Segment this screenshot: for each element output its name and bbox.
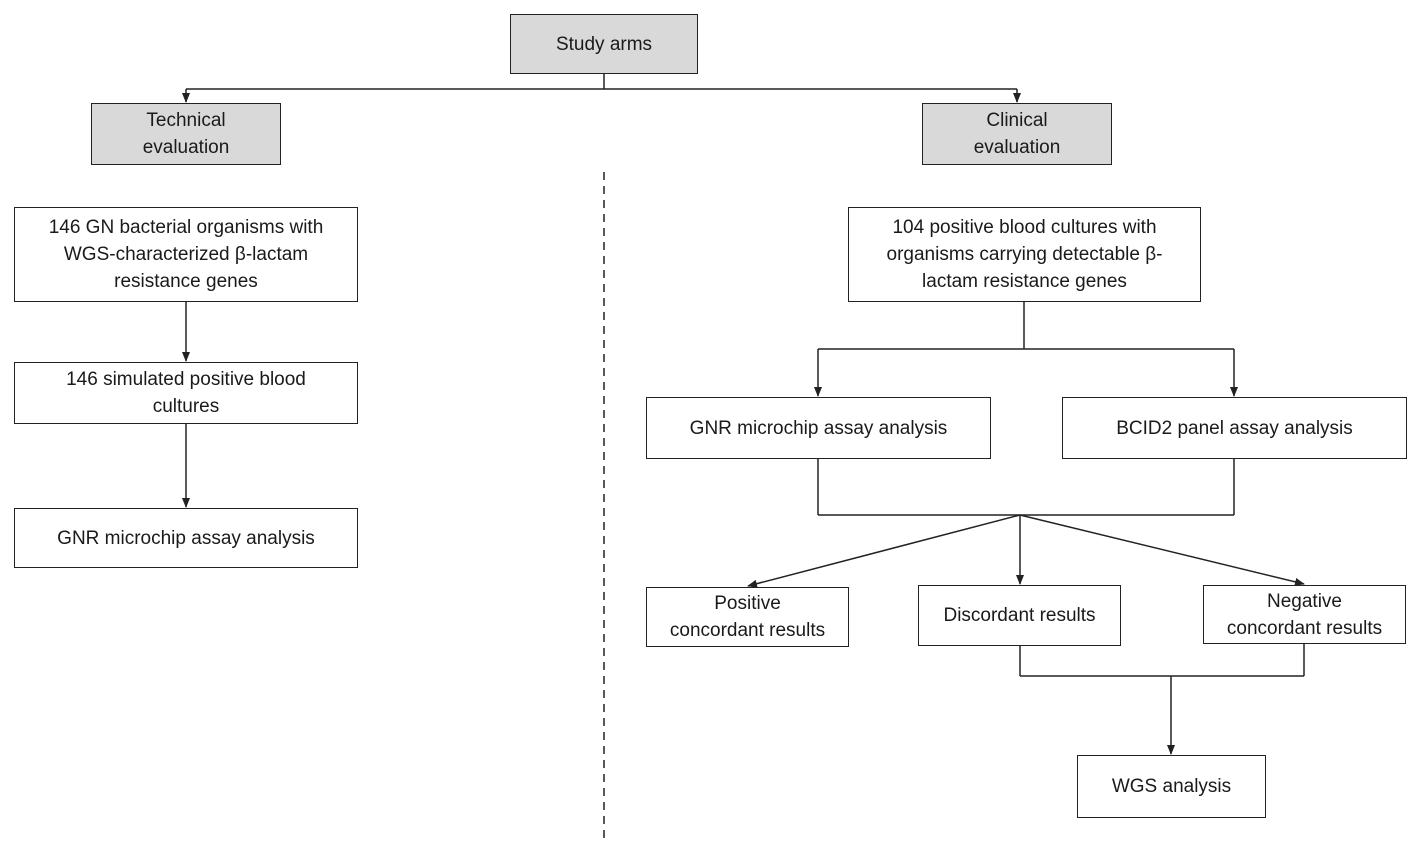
node-text-line: resistance genes [114,271,258,292]
study-arms-box: Study arms [510,14,698,74]
node-text: 146 simulated positive blood cultures [66,366,306,420]
node-text: Discordant results [943,602,1095,629]
node-text: Clinical evaluation [974,107,1061,161]
positive-concordant-box: Positive concordant results [646,587,849,647]
node-text: BCID2 panel assay analysis [1116,415,1353,442]
node-text-line: Clinical [986,110,1048,131]
node-text: Negative concordant results [1227,588,1382,642]
node-text-line: 104 positive blood cultures with [892,217,1157,238]
node-text: Positive concordant results [670,590,825,644]
node-text-line: 146 simulated positive blood [66,369,306,390]
bcid2-analysis-box: BCID2 panel assay analysis [1062,397,1407,459]
node-text: Technical evaluation [143,107,230,161]
node-text-line: WGS-characterized β-lactam [63,244,309,265]
negative-concordant-box: Negative concordant results [1203,585,1406,644]
discordant-results-box: Discordant results [918,585,1121,646]
gnr-analysis-clinical-box: GNR microchip assay analysis [646,397,991,459]
node-text: WGS analysis [1112,773,1231,800]
node-text-line: BCID2 panel assay analysis [1116,417,1353,439]
node-text-line: Negative [1267,590,1342,612]
node-text-line: organisms carrying detectable β- [886,244,1163,265]
node-text-line: Positive [714,593,781,614]
node-text-line: 146 GN bacterial organisms with [48,217,324,238]
node-text-line: cultures [152,396,220,417]
positive-blood-cultures-box: 104 positive blood cultures with organism… [848,207,1201,302]
simulated-cultures-box: 146 simulated positive blood cultures [14,362,358,424]
node-text: GNR microchip assay analysis [57,525,315,552]
node-text-line: WGS analysis [1111,776,1232,797]
node-text-line: lactam resistance genes [922,271,1127,292]
gnr-analysis-technical-box: GNR microchip assay analysis [14,508,358,568]
node-text-line: Study arms [555,33,653,55]
node-text-line: concordant results [669,620,826,641]
arrow-to-negative-concordant [1019,514,1305,586]
node-text-line: GNR microchip assay analysis [57,527,315,549]
node-text-line: evaluation [142,137,230,158]
technical-evaluation-box: Technical evaluation [91,103,281,165]
node-text-line: evaluation [973,137,1061,158]
node-text-line: GNR microchip assay analysis [689,417,948,439]
arrow-to-positive-concordant [747,514,1021,588]
node-text: Study arms [556,31,652,58]
node-text: 104 positive blood cultures with organism… [887,214,1163,295]
node-text-line: Technical [146,110,226,131]
node-text-line: concordant results [1226,617,1383,639]
wgs-analysis-box: WGS analysis [1077,755,1266,818]
node-text-line: Discordant results [943,605,1096,626]
node-text: GNR microchip assay analysis [690,415,948,442]
clinical-evaluation-box: Clinical evaluation [922,103,1112,165]
